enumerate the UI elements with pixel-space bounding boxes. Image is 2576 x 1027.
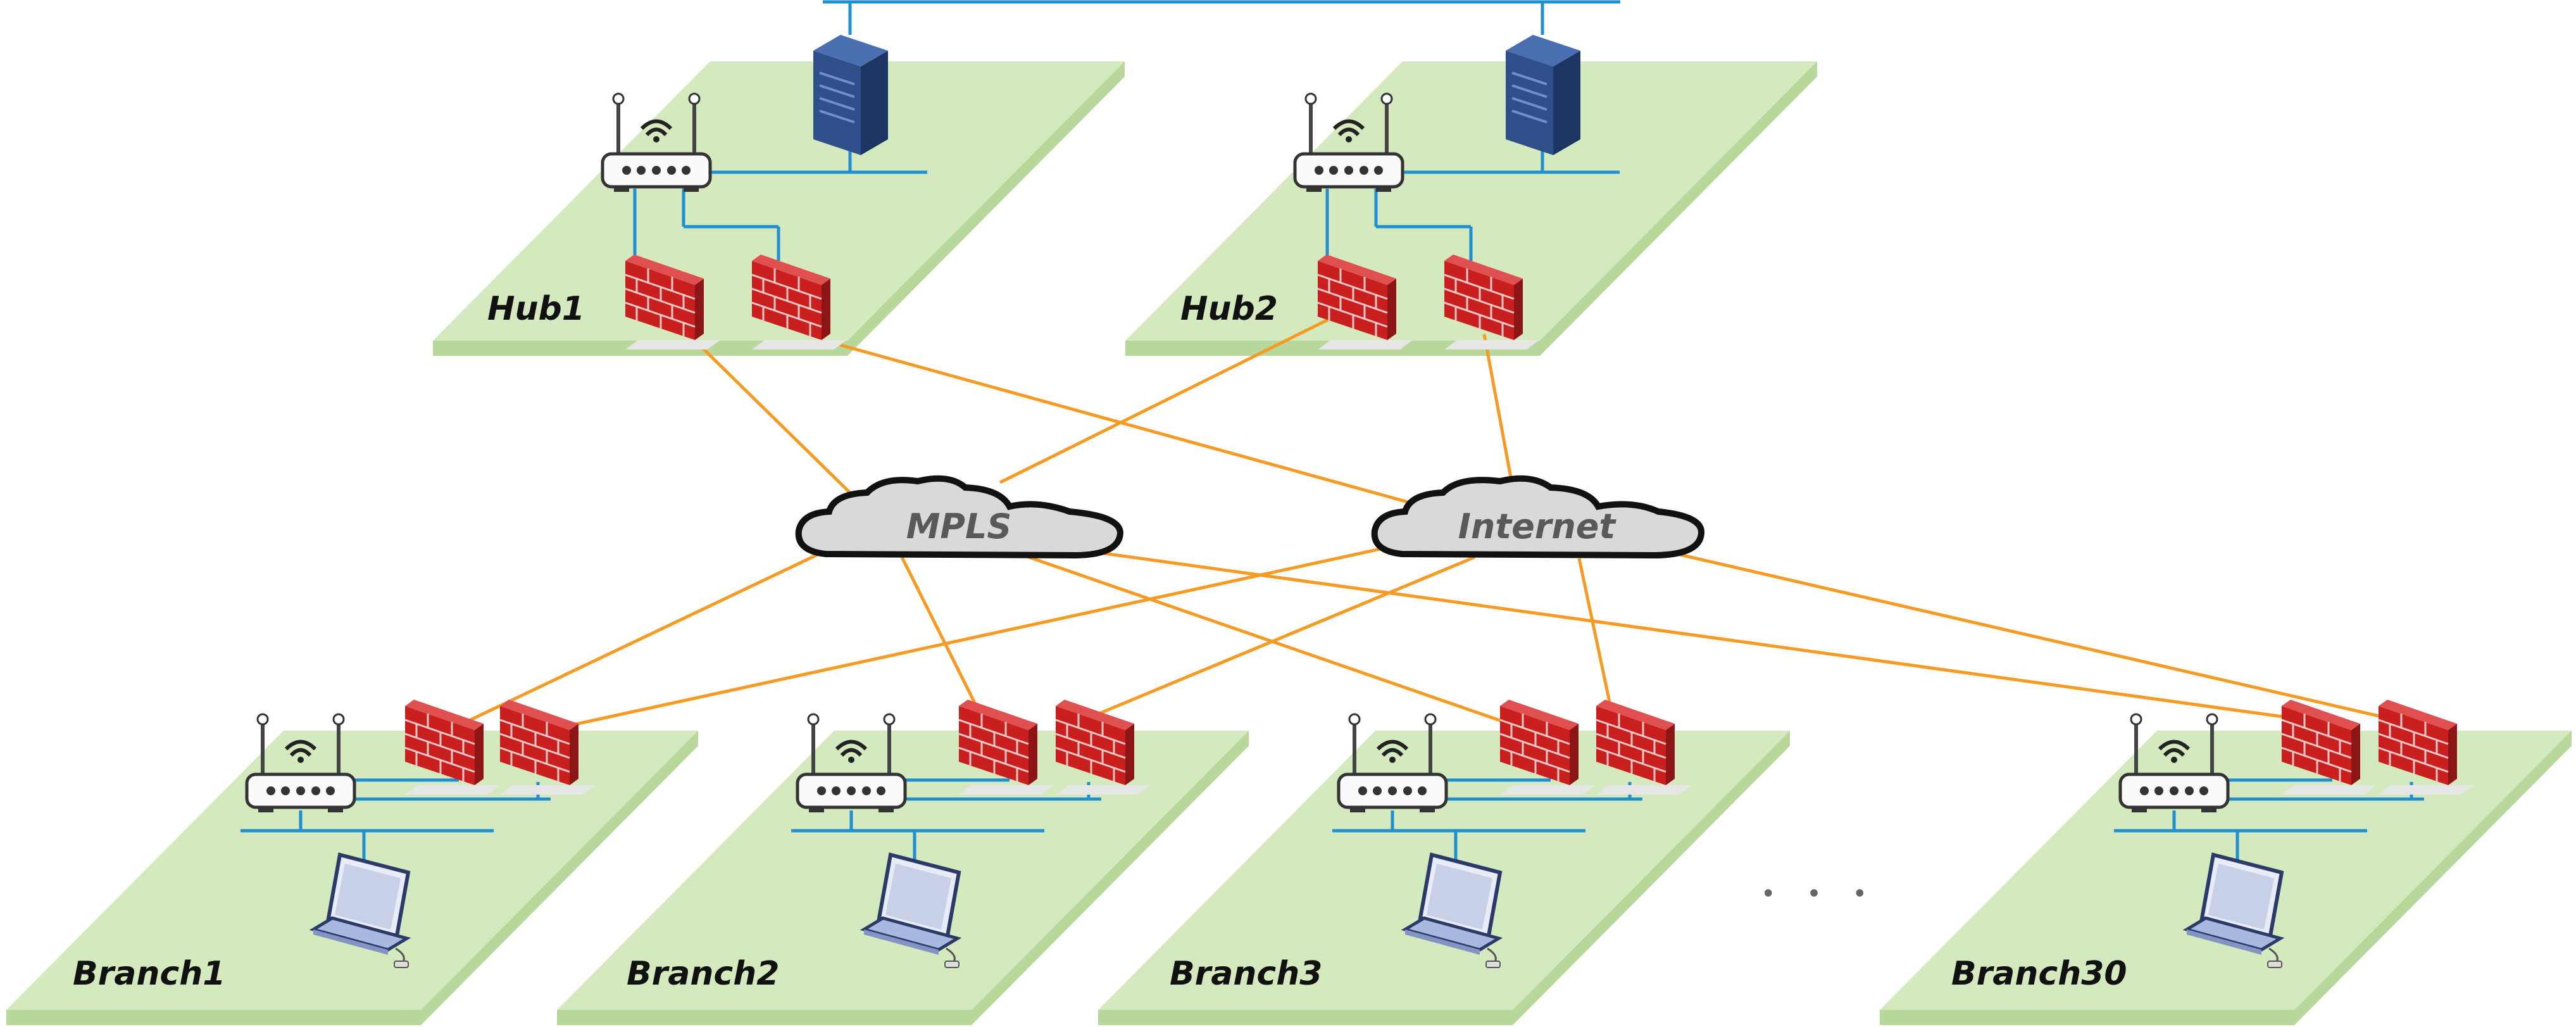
ellipsis: • • • bbox=[1761, 879, 1879, 909]
mpls-label: MPLS bbox=[906, 507, 1012, 546]
wan-links bbox=[454, 318, 2418, 730]
hub1-label: Hub1 bbox=[487, 290, 585, 328]
cloud-icon bbox=[1371, 475, 1704, 559]
server-icon bbox=[812, 34, 889, 156]
branch2-label: Branch2 bbox=[627, 955, 779, 993]
server-icon bbox=[1504, 34, 1582, 156]
hub2-platform bbox=[1125, 61, 1817, 356]
hub1-platform bbox=[433, 61, 1125, 356]
internet-cloud: Internet bbox=[1371, 475, 1704, 559]
branch1-label: Branch1 bbox=[73, 955, 225, 993]
cloud-icon bbox=[795, 475, 1124, 559]
lan-links bbox=[241, 0, 2424, 860]
branch3-label: Branch3 bbox=[1170, 955, 1322, 993]
internet-label: Internet bbox=[1458, 507, 1617, 546]
hub2-label: Hub2 bbox=[1180, 290, 1278, 328]
mpls-cloud: MPLS bbox=[795, 475, 1124, 559]
branch30-label: Branch30 bbox=[1951, 955, 2127, 993]
